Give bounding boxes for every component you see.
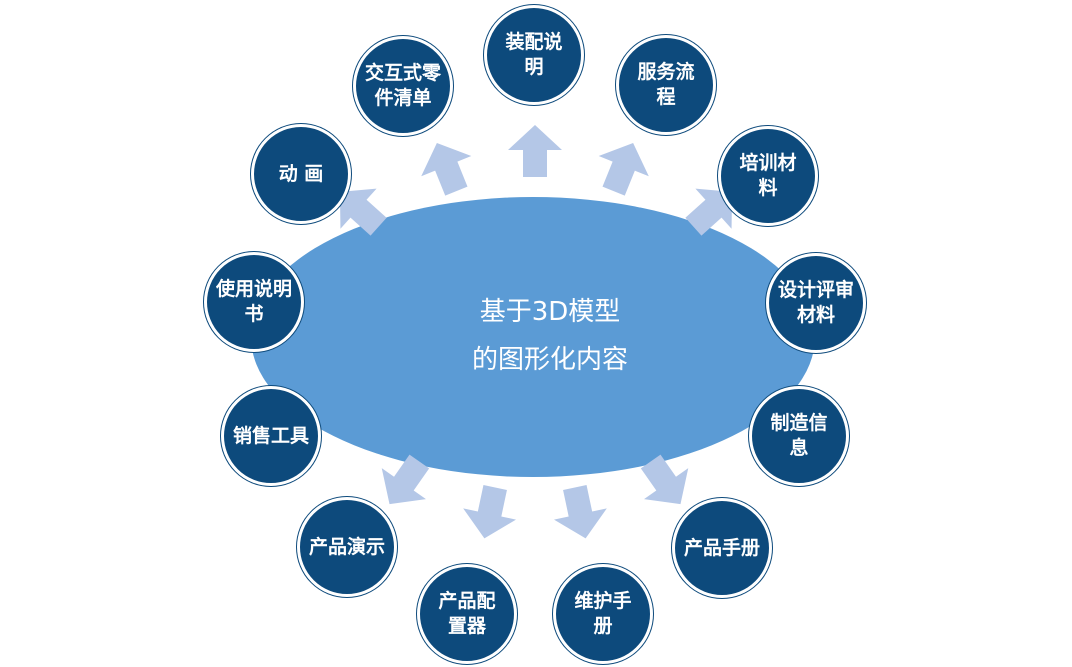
node-manufacturing-info: 制造信息 <box>749 386 849 486</box>
node-label: 动 画 <box>278 162 324 185</box>
node-animation: 动 画 <box>251 124 351 224</box>
center-label: 基于3D模型 的图形化内容 <box>400 288 700 384</box>
node-label: 产品配置器 <box>438 590 496 637</box>
node-label: 设计评审材料 <box>777 279 854 326</box>
node-product-configurator: 产品配置器 <box>417 564 517 664</box>
center-ellipse <box>251 197 815 477</box>
outward-arrow-8 <box>554 485 607 539</box>
outward-arrow-3 <box>598 142 649 196</box>
node-sales-tools: 销售工具 <box>221 386 321 486</box>
node-label: 使用说明书 <box>215 278 292 325</box>
node-service-process: 服务流程 <box>616 35 716 135</box>
node-label: 培训材料 <box>739 152 797 199</box>
arrow-group <box>339 125 733 539</box>
outward-arrow-9 <box>640 454 689 505</box>
node-maintenance-manual: 维护手册 <box>553 564 653 664</box>
node-label: 产品演示 <box>308 535 385 558</box>
node-label: 制造信息 <box>770 412 828 459</box>
node-design-review-materials: 设计评审材料 <box>766 253 866 353</box>
node-training-materials: 培训材料 <box>718 126 818 226</box>
node-label: 装配说明 <box>505 31 563 78</box>
node-label: 交互式零件清单 <box>364 62 441 109</box>
outward-arrow-5 <box>685 188 733 236</box>
node-product-manual: 产品手册 <box>672 498 772 598</box>
node-label: 服务流程 <box>637 61 695 108</box>
node-label: 销售工具 <box>232 424 309 447</box>
outward-arrow-6 <box>381 454 430 505</box>
node-label: 维护手册 <box>574 590 632 637</box>
outward-arrow-1 <box>508 125 562 177</box>
node-user-manual: 使用说明书 <box>204 252 304 352</box>
outward-arrow-4 <box>339 188 387 236</box>
outward-arrow-7 <box>463 485 516 539</box>
node-product-demo: 产品演示 <box>297 497 397 597</box>
node-interactive-parts-list: 交互式零件清单 <box>353 36 453 136</box>
node-label: 产品手册 <box>683 536 760 559</box>
center-label-line1: 基于3D模型 <box>479 297 621 327</box>
outward-arrow-2 <box>421 142 472 196</box>
center-label-line2: 的图形化内容 <box>471 345 628 375</box>
node-assembly-instructions: 装配说明 <box>484 5 584 105</box>
